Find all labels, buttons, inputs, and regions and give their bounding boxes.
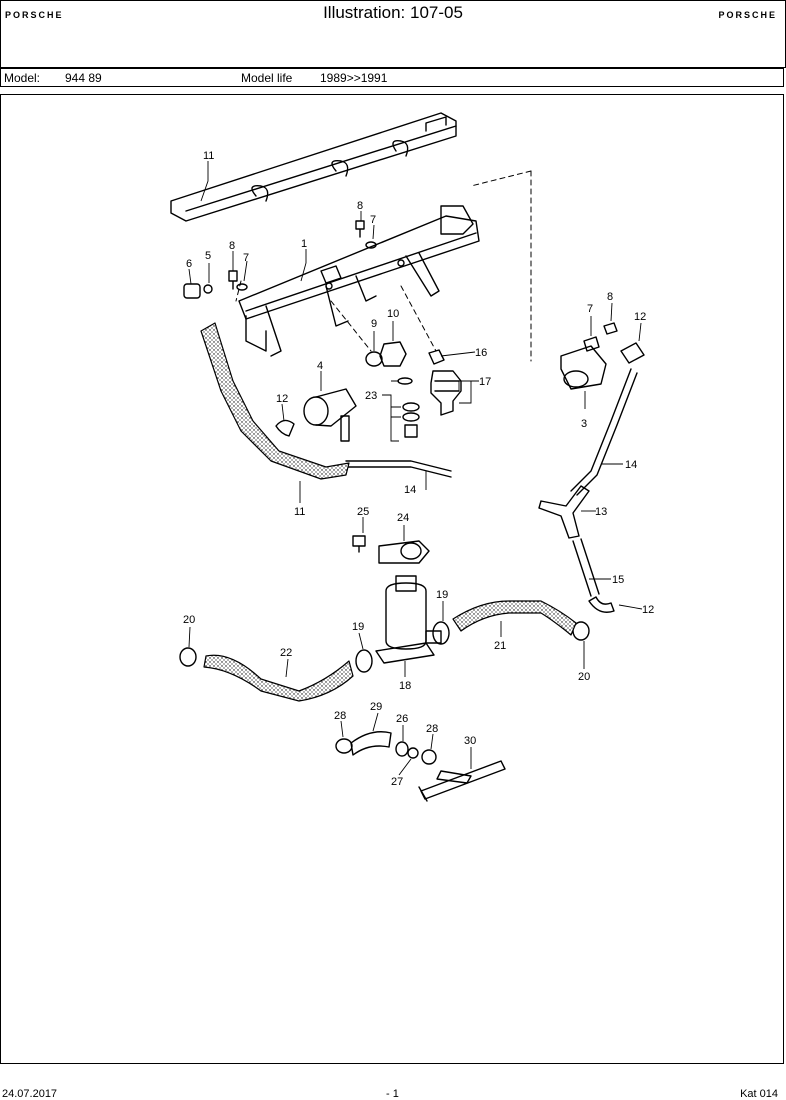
model-life-value: 1989>>1991	[320, 71, 388, 85]
callout-28-left: 28	[334, 710, 346, 722]
t-connector-30	[418, 760, 506, 802]
callout-27: 27	[391, 776, 403, 788]
callout-1: 1	[301, 238, 307, 250]
y-connector-13	[538, 485, 590, 539]
fuel-rail	[238, 205, 480, 357]
callout-12-bottom: 12	[642, 604, 654, 616]
seal-set-23	[397, 377, 420, 438]
ring-27	[407, 747, 419, 759]
callout-13: 13	[595, 506, 607, 518]
leader-lines	[188, 161, 643, 776]
callout-30: 30	[464, 735, 476, 747]
washer-7-top	[365, 241, 377, 249]
callout-7-right: 7	[587, 303, 593, 315]
injector-17	[430, 370, 462, 416]
hose-14-left	[345, 460, 452, 472]
washer-7	[236, 283, 248, 291]
clamp-26	[395, 741, 409, 757]
pressure-regulator-3	[560, 322, 618, 390]
elbow-hose-12-top	[620, 342, 645, 364]
seal-ring-9	[365, 351, 383, 367]
callout-11: 11	[294, 506, 305, 518]
pressure-regulator-4	[303, 388, 357, 442]
model-life-label: Model life	[241, 71, 293, 85]
callout-5: 5	[205, 250, 211, 262]
screw-8	[228, 270, 238, 290]
footer-catalog: Kat 014	[740, 1088, 778, 1100]
bracket-24	[378, 540, 430, 564]
callout-20-left: 20	[183, 614, 195, 626]
pipe-15	[572, 540, 592, 597]
clip-16	[428, 349, 445, 365]
hose-29	[350, 731, 392, 756]
brand-logo-right: PORSCHE	[718, 10, 777, 20]
callout-2: 11	[203, 150, 214, 162]
callout-20-right: 20	[578, 671, 590, 683]
clamp-28-right	[421, 749, 437, 765]
elbow-hose-12-left	[275, 419, 295, 437]
callout-7-left: 7	[243, 252, 249, 264]
callout-28-right: 28	[426, 723, 438, 735]
callout-21: 21	[494, 640, 506, 652]
valve-25	[352, 535, 366, 553]
callout-19-right: 19	[436, 589, 448, 601]
callout-17: 17	[479, 376, 491, 388]
callout-6: 6	[186, 258, 192, 270]
model-value: 944 89	[65, 71, 102, 85]
washer-5	[203, 284, 213, 294]
clamp-19-left	[355, 649, 373, 673]
hose-14-right	[570, 368, 632, 492]
elbow-hose-12-bottom	[588, 596, 615, 613]
idle-speed-valve-18	[375, 575, 442, 664]
hose-21	[452, 600, 577, 636]
callout-23: 23	[365, 390, 377, 402]
callout-14-right: 14	[625, 459, 637, 471]
clamp-19-right	[432, 621, 450, 645]
callout-12-top: 12	[634, 311, 646, 323]
callout-10: 10	[387, 308, 399, 320]
callout-4: 4	[317, 360, 323, 372]
callout-8-left: 8	[229, 240, 235, 252]
callout-24: 24	[397, 512, 409, 524]
callout-9: 9	[371, 318, 377, 330]
fuel-hose-11	[200, 322, 350, 480]
cap-nut-6	[183, 283, 201, 299]
header-box: PORSCHE Illustration: 107-05 PORSCHE	[0, 0, 786, 68]
hose-22	[203, 654, 354, 702]
model-info-bar: Model: 944 89 Model life 1989>>1991	[0, 67, 784, 87]
callout-7-top: 7	[370, 214, 376, 226]
guide-lines	[235, 170, 532, 362]
callout-14-left: 14	[404, 484, 416, 496]
brand-logo-left: PORSCHE	[5, 10, 64, 20]
screw-8-top	[355, 220, 365, 238]
clamp-20-left	[179, 647, 197, 667]
fuel-rail-cover	[170, 112, 457, 222]
callout-26: 26	[396, 713, 408, 725]
footer-page: - 1	[386, 1088, 399, 1100]
callout-25: 25	[357, 506, 369, 518]
callout-29: 29	[370, 701, 382, 713]
callout-16: 16	[475, 347, 487, 359]
callout-22: 22	[280, 647, 292, 659]
callout-3: 3	[581, 418, 587, 430]
exploded-view-drawing: 11 1 6 5 8 7 8 7 9 10 16 17 23 4 12 11 1…	[170, 112, 654, 802]
callout-12-left: 12	[276, 393, 288, 405]
callout-labels: 11 1 6 5 8 7 8 7 9 10 16 17 23 4 12 11 1…	[183, 150, 654, 788]
clamp-28-left	[335, 738, 353, 754]
parts-diagram: 11 1 6 5 8 7 8 7 9 10 16 17 23 4 12 11 1…	[0, 94, 784, 1064]
callout-15: 15	[612, 574, 624, 586]
callout-8-top: 8	[357, 200, 363, 212]
nut-10	[379, 341, 407, 367]
callout-8-right: 8	[607, 291, 613, 303]
callout-19-left: 19	[352, 621, 364, 633]
callout-18: 18	[399, 680, 411, 692]
model-label: Model:	[4, 71, 41, 85]
illustration-title: Illustration: 107-05	[323, 3, 463, 22]
footer-date: 24.07.2017	[2, 1088, 58, 1100]
